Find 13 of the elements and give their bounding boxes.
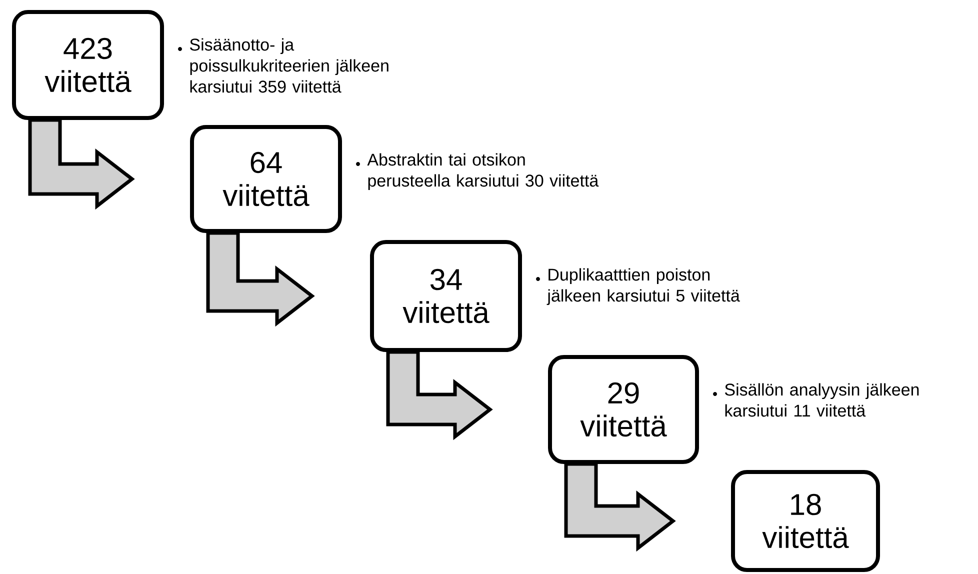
process-box: 34 viitettä — [370, 240, 522, 352]
bent-arrow — [386, 350, 493, 440]
bent-arrow — [206, 231, 315, 327]
note-text: Abstraktin tai otsikon perusteella karsiutui 30 viitettä — [367, 153, 599, 190]
process-box: 64 viitettä — [190, 125, 342, 233]
note-text: Sisällön analyysin jälkeen karsiutui 11 viitettä — [724, 383, 919, 417]
note-text: Sisäänotto- ja poissulkukriteerien jälkeen karsiutui 359 viitettä — [190, 38, 388, 93]
process-box: 18 viitettä — [731, 470, 880, 572]
bent-arrow — [28, 118, 135, 210]
bent-arrow — [564, 462, 676, 552]
process-box: 29 viitettä — [548, 355, 699, 464]
process-box: 423 viitettä — [12, 10, 164, 120]
note-text: Duplikaatttien poiston jälkeen karsiutui 5 viitettä — [546, 268, 740, 306]
